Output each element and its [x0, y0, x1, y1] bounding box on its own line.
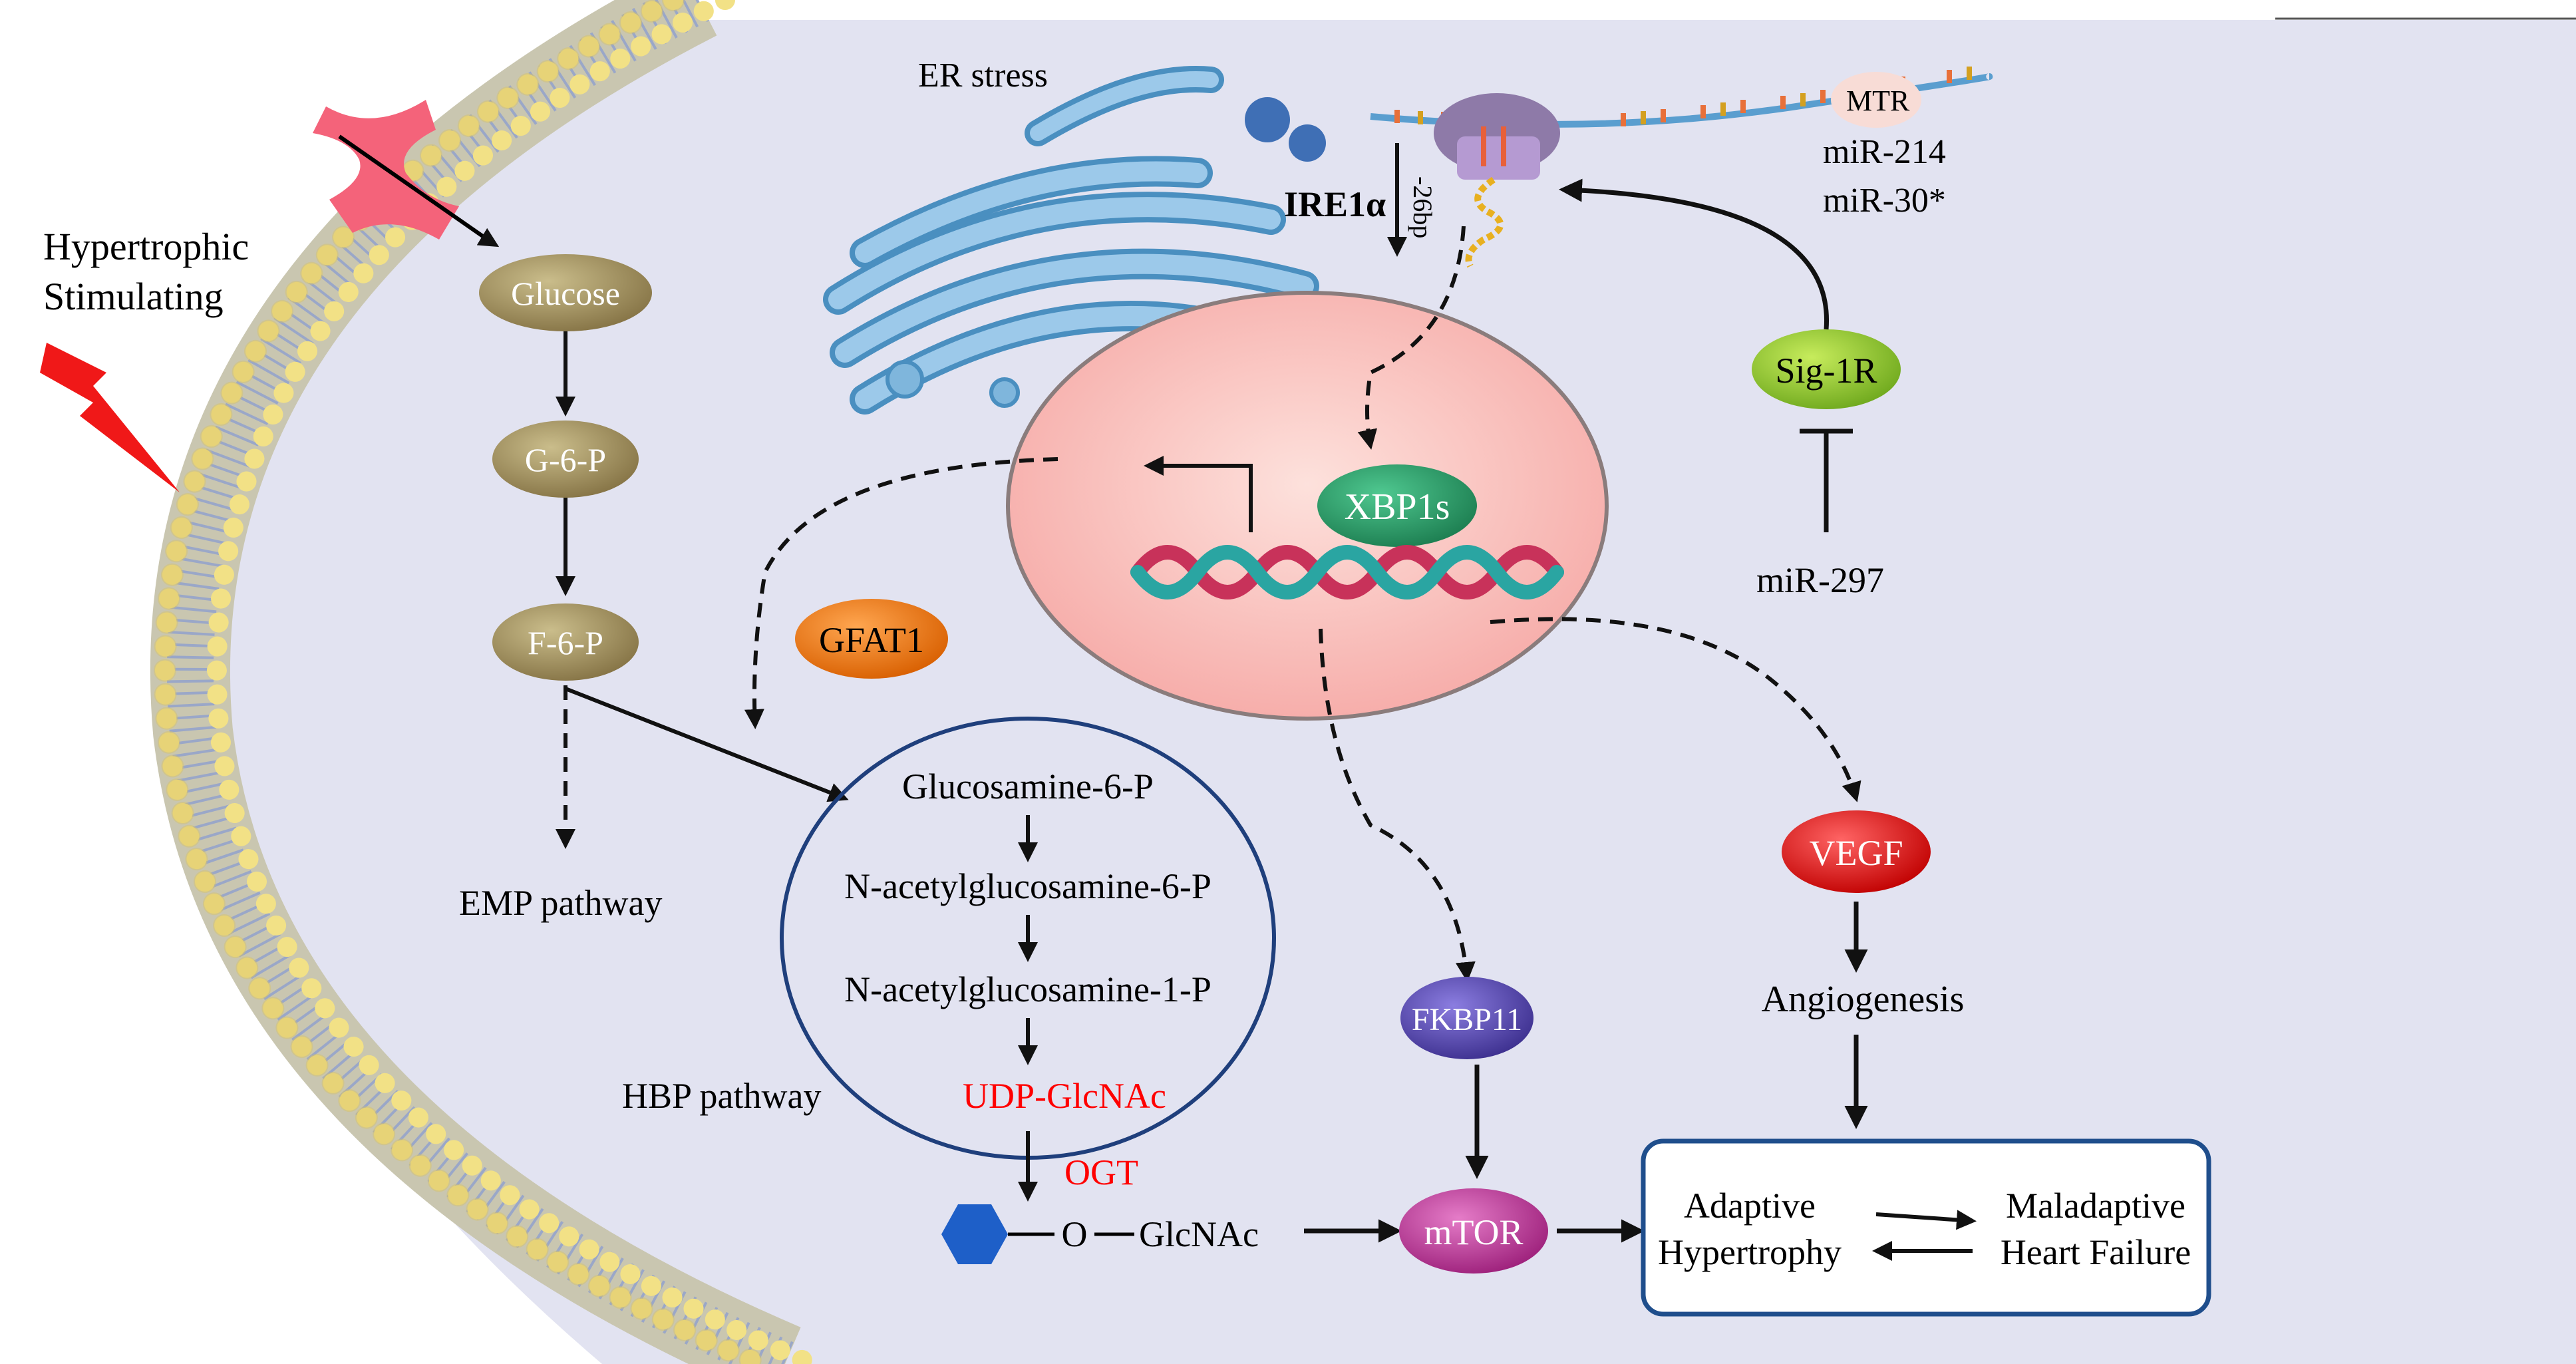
adaptive-label-1: Adaptive [1684, 1186, 1816, 1226]
bp26-label: -26bp [1408, 176, 1438, 238]
hbp-label: HBP pathway [622, 1076, 821, 1116]
mir30-label: miR-30* [1823, 182, 1946, 220]
nac6p-label: N-acetylglucosamine-6-P [844, 866, 1211, 906]
emp-label: EMP pathway [459, 883, 662, 923]
adaptive-label-2: Hypertrophy [1658, 1232, 1842, 1272]
mtr-blob [1831, 72, 1921, 128]
mir214-label: miR-214 [1823, 133, 1946, 171]
ribosome-icon [1434, 93, 1560, 268]
outcome-box [1641, 1138, 2211, 1317]
ogt-label: OGT [1064, 1152, 1138, 1192]
transcription-arrow [1144, 456, 1253, 532]
g6p-label: G-6-P [525, 441, 606, 478]
glucose-node [479, 254, 652, 331]
xbp1s-dashed-arrow [1357, 226, 1466, 450]
vegf-node [1782, 810, 1931, 893]
stimulus-label-2: Stimulating [43, 275, 224, 318]
dna-to-vegf-dashed [1490, 617, 1861, 802]
nucleus [1006, 291, 1609, 721]
sig1r-label: Sig-1R [1775, 351, 1877, 391]
oglcnac-o-label: O [1062, 1214, 1088, 1254]
stimulus-label-1: Hypertrophic [43, 225, 249, 268]
glucose-label: Glucose [511, 275, 620, 312]
mtr-label: MTR [1846, 85, 1910, 117]
adaptive-to-maladaptive-arrow [1875, 1210, 1977, 1230]
maladaptive-label-1: Maladaptive [2006, 1186, 2185, 1226]
gfat1-node [795, 599, 948, 679]
dna-helix-icon [1130, 545, 1564, 599]
ire1a-label: IRE1α [1284, 184, 1386, 224]
g6p-node [492, 421, 639, 498]
xbp1s-node [1317, 464, 1477, 547]
xbp1s-label: XBP1s [1345, 486, 1450, 528]
gfat1-label: GFAT1 [819, 620, 924, 660]
vegf-label: VEGF [1809, 833, 1903, 873]
mtor-label: mTOR [1424, 1212, 1523, 1252]
dna-to-fkbp11-dashed [1319, 628, 1476, 982]
fkbp11-label: FKBP11 [1412, 1002, 1522, 1037]
mir297-label: miR-297 [1756, 560, 1884, 600]
oglcnac-label: GlcNAc [1139, 1214, 1259, 1254]
sig1r-node [1752, 329, 1901, 409]
maladaptive-label-2: Heart Failure [2001, 1232, 2191, 1272]
f6p-node [492, 603, 639, 681]
fkbp11-node [1400, 977, 1533, 1059]
er-icon [823, 66, 1326, 415]
udp-label: UDP-GlcNAc [963, 1076, 1166, 1116]
nac1p-label: N-acetylglucosamine-1-P [844, 969, 1211, 1009]
er-stress-label: ER stress [918, 57, 1048, 94]
mtor-node [1399, 1188, 1548, 1274]
membrane-channel-icon [313, 100, 500, 248]
glcn6p-label: Glucosamine-6-P [902, 767, 1154, 806]
sig1r-to-ribosome-arrow [1559, 178, 1830, 330]
hexagon-icon [941, 1204, 1008, 1264]
f6p-to-hbp-arrow [564, 687, 849, 802]
lightning-icon [40, 343, 180, 492]
f6p-label: F-6-P [528, 624, 603, 661]
angio-label: Angiogenesis [1762, 979, 1965, 1020]
